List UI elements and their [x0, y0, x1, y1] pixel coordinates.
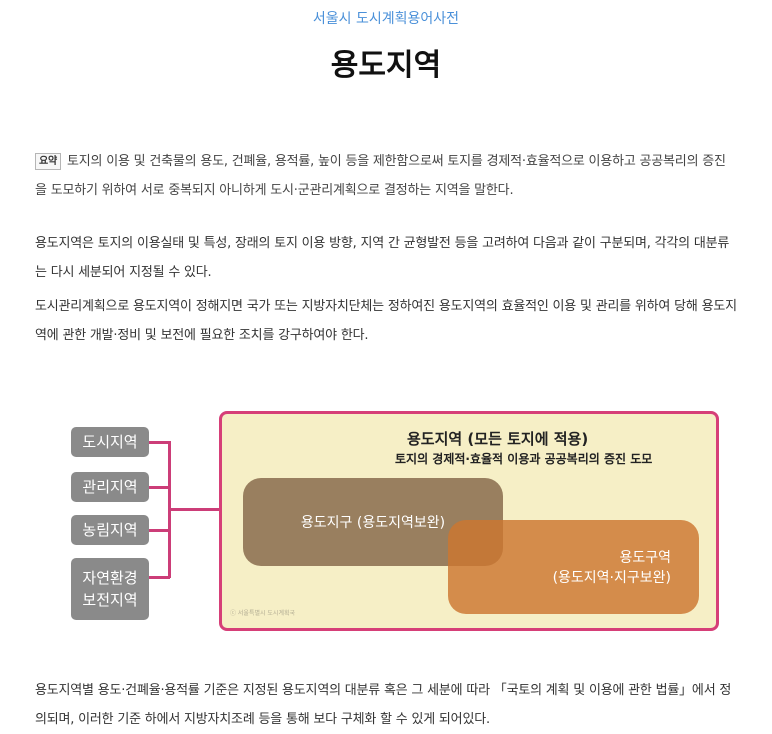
body-paragraph-2: 도시관리계획으로 용도지역이 정해지면 국가 또는 지방자치단체는 정하여진 용… — [35, 299, 737, 343]
category-urban: 도시지역 — [71, 427, 149, 457]
category-nature-conservation: 자연환경 보전지역 — [71, 558, 149, 620]
zoning-area-title: 용도지역 (모든 토지에 적용) — [407, 430, 589, 448]
zoning-district-label: 용도지구 (용도지역보완) — [300, 515, 446, 531]
copyright-watermark: ⓒ 서울특별시 도시계획국 — [230, 610, 296, 617]
zoning-zone-box: 용도구역 (용도지역·지구보완) — [448, 520, 699, 614]
bracket-connector-1 — [149, 441, 170, 444]
zoning-area-frame: 용도지역 (모든 토지에 적용) 토지의 경제적·효율적 이용과 공공복리의 증… — [219, 411, 719, 631]
category-nature-label: 자연환경 보전지역 — [82, 567, 137, 611]
zoning-zone-label: 용도구역 — [619, 550, 671, 566]
category-management: 관리지역 — [71, 472, 149, 502]
zoning-zone-sublabel: (용도지역·지구보완) — [552, 570, 671, 586]
bracket-connector-2 — [149, 486, 170, 489]
body-paragraph-1: 용도지역은 토지의 이용실태 및 특성, 장래의 토지 이용 방향, 지역 간 … — [35, 236, 730, 280]
bracket-connector-4 — [149, 576, 170, 579]
category-nature-line1: 자연환경 — [82, 569, 138, 587]
summary-text: 토지의 이용 및 건축물의 용도, 건폐율, 용적률, 높이 등을 제한함으로써… — [35, 154, 726, 198]
bracket-connector-3 — [149, 529, 170, 532]
category-agricultural: 농림지역 — [71, 515, 149, 545]
page-title: 용도지역 — [330, 48, 442, 83]
bracket-vertical-line — [168, 441, 171, 578]
category-nature-line2: 보전지역 — [82, 591, 138, 609]
zoning-area-subtitle: 토지의 경제적·효율적 이용과 공공복리의 증진 도모 — [395, 452, 653, 466]
dictionary-source-link[interactable]: 서울시 도시계획용어사전 — [312, 11, 460, 27]
bracket-main-connector — [170, 508, 219, 511]
zoning-diagram: 도시지역 관리지역 농림지역 자연환경 보전지역 용도지역 (모든 토지에 적용… — [62, 401, 722, 637]
body-paragraph-3: 용도지역별 용도·건폐율·용적률 기준은 지정된 용도지역의 대분류 혹은 그 … — [35, 683, 732, 727]
summary-badge: 요약 — [35, 153, 61, 170]
